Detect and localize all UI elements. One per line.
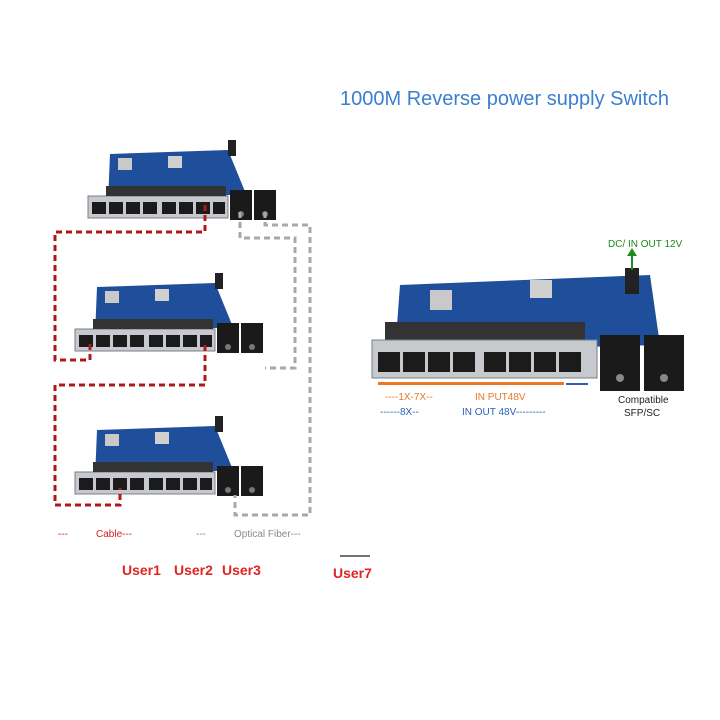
fiber-legend-dash: --- bbox=[196, 529, 206, 540]
range-8x-label: ------8X-- bbox=[380, 407, 419, 418]
user-label-2: User2 bbox=[174, 562, 213, 578]
compatible-label: Compatible bbox=[618, 395, 669, 406]
user-label-7: User7 bbox=[333, 565, 372, 581]
switch-board-1 bbox=[87, 139, 277, 221]
fiber-legend-label: Optical Fiber--- bbox=[234, 529, 301, 540]
cable-legend-label: Cable--- bbox=[96, 529, 133, 540]
user-label-1: User1 bbox=[122, 562, 161, 578]
dc-label: DC/ IN OUT 12V bbox=[608, 239, 683, 250]
range-1x7x-label: ----1X-7X-- bbox=[385, 392, 433, 403]
user-label-3: User3 bbox=[222, 562, 261, 578]
page-title: 1000M Reverse power supply Switch bbox=[340, 88, 670, 110]
inout48v-label: IN OUT 48V--------- bbox=[462, 407, 546, 418]
sfp-label: SFP/SC bbox=[624, 408, 661, 419]
switch-board-2 bbox=[74, 272, 264, 354]
switch-board-large bbox=[371, 248, 684, 391]
fiber-lines bbox=[233, 212, 312, 517]
input48v-label: IN PUT48V bbox=[475, 392, 526, 403]
cable-legend-dash: --- bbox=[58, 529, 68, 540]
cable-lines bbox=[53, 205, 207, 507]
switch-board-3 bbox=[74, 415, 264, 497]
